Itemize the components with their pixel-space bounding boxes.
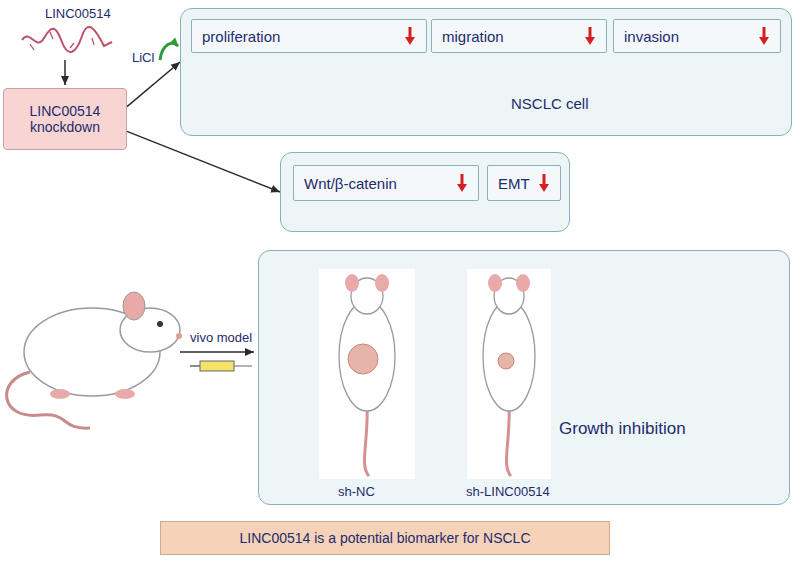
- rna-strand: [22, 27, 112, 52]
- box-text: LINC00514 knockdown: [10, 103, 120, 135]
- pathway-box: Wnt/β-catenin: [293, 165, 479, 201]
- in-vivo-panel: Growth inhibition: [258, 250, 790, 505]
- arrow: [64, 60, 66, 85]
- box-text: migration: [442, 28, 504, 45]
- pathway-panel: Wnt/β-catenin EMT: [280, 152, 570, 232]
- decrease-arrow: [758, 26, 770, 46]
- decrease-arrow: [456, 173, 468, 193]
- conclusion-box: LINC00514 is a potential biomarker for N…: [160, 521, 610, 555]
- mouse-figures: [259, 251, 791, 506]
- method-label: vivo model: [190, 330, 252, 345]
- mouse-sh-nc: [319, 269, 415, 479]
- panel-title: Growth inhibition: [559, 419, 686, 439]
- rna-label: LINC00514: [45, 6, 111, 21]
- rescue-arrow: [160, 43, 178, 60]
- decrease-arrow: [538, 173, 550, 193]
- knockdown-box: LINC00514 knockdown: [3, 88, 127, 150]
- effect-box: invasion: [613, 19, 781, 53]
- syringe: [190, 361, 252, 371]
- box-text: LINC00514 is a potential biomarker for N…: [239, 530, 530, 546]
- box-text: EMT: [498, 175, 530, 192]
- group-label: sh-NC: [338, 484, 375, 499]
- box-text: invasion: [624, 28, 679, 45]
- connector-arrow: [127, 62, 180, 107]
- panel-title: NSCLC cell: [511, 95, 589, 112]
- decrease-arrow: [404, 26, 416, 46]
- effect-box: migration: [431, 19, 607, 53]
- connector-arrow: [127, 131, 280, 192]
- box-text: proliferation: [202, 28, 280, 45]
- result-panel: NSCLC cell proliferation migration invasion: [180, 8, 792, 136]
- mouse-sh-linc00514: [467, 269, 551, 479]
- edge-label: LiCl: [130, 50, 156, 65]
- group-label: sh-LINC00514: [466, 484, 550, 499]
- mouse-figure: [7, 292, 182, 428]
- arrow: [180, 351, 254, 353]
- decrease-arrow: [584, 26, 596, 46]
- box-text: Wnt/β-catenin: [304, 175, 397, 192]
- rna-strand: [30, 32, 94, 50]
- pathway-box: EMT: [487, 165, 561, 201]
- effect-box: proliferation: [191, 19, 427, 53]
